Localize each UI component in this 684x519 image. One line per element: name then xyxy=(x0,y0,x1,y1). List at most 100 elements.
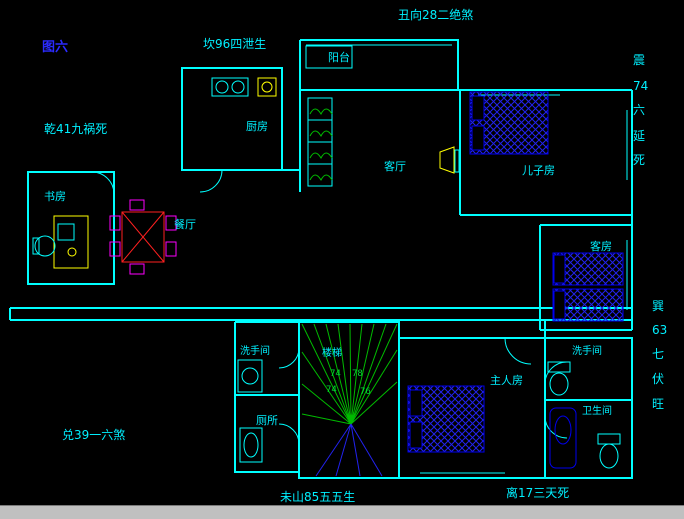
bathtub xyxy=(549,407,577,469)
room-label-stairs: 楼梯 xyxy=(322,346,342,359)
walls xyxy=(9,39,633,479)
bed-guest-2-pillow xyxy=(553,290,566,320)
annotation-weishan: 未山85五五生 xyxy=(280,490,355,504)
annotation-xun-char: 伏 xyxy=(652,372,664,386)
tv-stand xyxy=(454,149,460,173)
bathtub-drain xyxy=(554,415,572,445)
room-label-bathroom: 卫生间 xyxy=(582,404,612,417)
door-arc-toilet xyxy=(278,423,300,445)
wall-kitchen xyxy=(181,67,283,171)
dining-table xyxy=(121,211,165,263)
kitchen-fixtures xyxy=(211,77,277,97)
squat-toilet-pan xyxy=(243,432,259,458)
stair-number: 78 xyxy=(352,369,363,379)
door-arc-bathroom xyxy=(544,415,568,439)
door-arc-washroom-left xyxy=(278,347,300,369)
wall-stairs xyxy=(298,321,400,479)
annotation-top: 丑向28二绝煞 xyxy=(398,7,473,22)
kitchen-appliance xyxy=(257,77,277,97)
room-label-balcony: 阳台 xyxy=(328,50,350,64)
living-furniture xyxy=(307,97,460,187)
annotation-zhen-char: 延 xyxy=(633,129,645,143)
dining-table-cross xyxy=(121,211,165,263)
kitchen-appliance-dial xyxy=(261,81,273,93)
toilet-bathroom-bowl xyxy=(599,443,619,469)
stove-burner xyxy=(215,80,229,94)
room-label-washroom-right: 洗手间 xyxy=(572,344,602,357)
room-label-toilet: 厕所 xyxy=(256,414,278,427)
stove-burner xyxy=(231,80,245,94)
annotation-kan: 坎96四泄生 xyxy=(203,37,266,51)
annotation-zhen-char: 六 xyxy=(633,103,645,117)
dining-chair xyxy=(109,241,121,257)
door-arc-kitchen xyxy=(199,169,223,193)
cabinet-box xyxy=(307,97,333,121)
dining-chair xyxy=(165,241,177,257)
door-arc-master xyxy=(504,337,532,365)
dining-chair xyxy=(129,199,145,211)
tv xyxy=(439,146,455,174)
room-label-washroom-left: 洗手间 xyxy=(240,344,270,357)
dining-chair xyxy=(165,215,177,231)
desk-chair xyxy=(34,235,56,257)
annotation-zhen-char: 74 xyxy=(633,79,648,93)
toilet-bathroom-tank xyxy=(597,433,621,445)
plant-squiggle xyxy=(309,108,333,182)
stair-line-side xyxy=(301,349,398,425)
bed-master xyxy=(407,385,485,453)
annotation-xun-char: 七 xyxy=(652,347,664,361)
room-label-dining: 餐厅 xyxy=(174,217,196,231)
annotation-xun-char: 巽 xyxy=(652,299,664,313)
room-label-study: 书房 xyxy=(44,190,66,203)
toilet-right-bowl xyxy=(549,372,569,396)
study-furniture xyxy=(32,215,89,269)
wall-guest-room xyxy=(539,224,632,331)
wall-right-block xyxy=(544,337,633,479)
room-label-living: 客厅 xyxy=(384,159,406,173)
door-arcs xyxy=(91,169,568,445)
annotation-zhen-vertical: 震 74 六 延 死 xyxy=(633,53,648,167)
bed-master-pillow-1 xyxy=(409,389,423,417)
wall-washroom-toilet-block xyxy=(234,321,299,473)
cabinet-box xyxy=(307,119,333,143)
annotation-li: 离17三天死 xyxy=(506,485,569,500)
figure-title: 图六 xyxy=(42,39,68,55)
dining-chair xyxy=(129,263,145,275)
wall-balcony-inner xyxy=(305,45,353,69)
horizontal-scrollbar[interactable] xyxy=(0,505,684,519)
desk-chair-back xyxy=(32,237,40,255)
cabinet-box xyxy=(307,163,333,187)
stove xyxy=(211,77,249,97)
sanitary-fixtures xyxy=(237,359,621,469)
annotation-xun-vertical: 巽 63 七 伏 旺 xyxy=(652,299,667,411)
annotation-zhen-char: 死 xyxy=(633,153,645,167)
annotation-xun-char: 旺 xyxy=(652,397,664,411)
room-label-master: 主人房 xyxy=(490,374,523,387)
bed-guest-1-pillow xyxy=(553,254,566,284)
stair-number: 76 xyxy=(360,387,371,397)
stairs-fan xyxy=(301,323,398,425)
monitor xyxy=(57,223,75,241)
stairs-fan-lower xyxy=(315,423,383,477)
room-label-son: 儿子房 xyxy=(522,164,555,177)
beds-guest xyxy=(552,252,624,322)
room-label-kitchen: 厨房 xyxy=(246,120,268,133)
bed-son-pillow-1 xyxy=(471,95,485,121)
wall-balcony xyxy=(299,39,459,90)
squat-toilet-frame xyxy=(239,427,263,463)
annotation-dui: 兑39一六煞 xyxy=(62,428,125,442)
annotation-zhen-char: 震 xyxy=(633,53,645,67)
sink-left xyxy=(241,367,259,385)
stair-line xyxy=(301,323,398,425)
dining-set xyxy=(109,199,177,275)
annotation-xun-char: 63 xyxy=(652,323,667,337)
cabinet-box xyxy=(307,141,333,165)
stair-number: 74 xyxy=(330,369,341,379)
bed-son-pillow-2 xyxy=(471,125,485,151)
door-arc-study xyxy=(91,171,115,195)
bed-son xyxy=(469,91,549,155)
wall-study xyxy=(27,171,115,285)
stair-number: 74 xyxy=(326,385,337,395)
